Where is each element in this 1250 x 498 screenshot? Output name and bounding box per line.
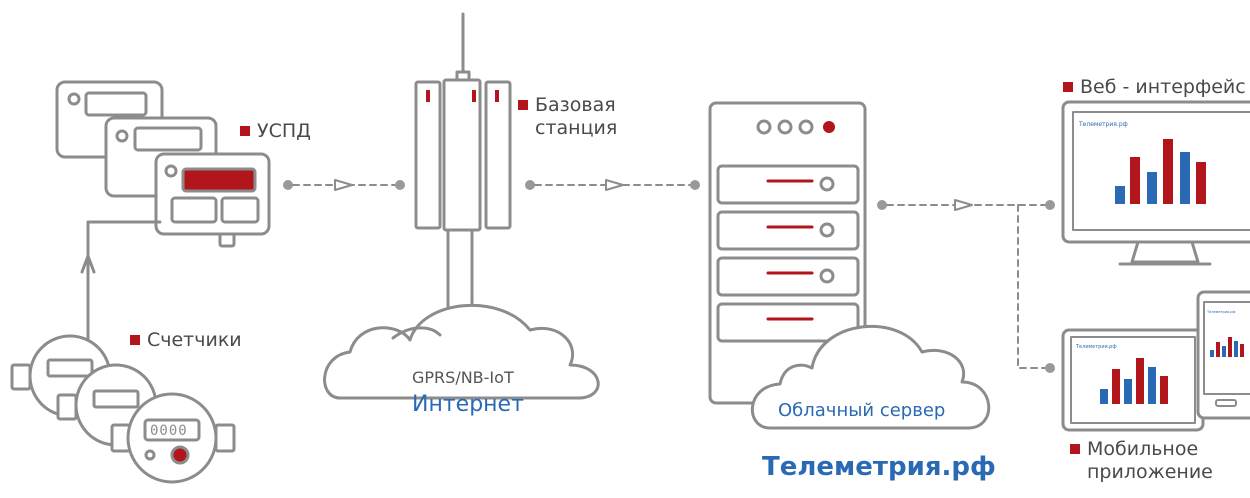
uspd-device-front (154, 152, 271, 248)
cloud-server-text: Облачный сервер (778, 400, 946, 421)
cloud-server-rack (708, 101, 867, 405)
bullet-icon (518, 100, 528, 110)
monitor-screen-title: Телеметрия.рф (1078, 121, 1128, 128)
meter-arrow (80, 254, 96, 274)
counters-label: Счетчики (130, 329, 242, 352)
bullet-icon (240, 126, 250, 136)
link-server-mobile (1017, 204, 1046, 369)
mobile-tablet (1061, 328, 1205, 432)
network-cloud (323, 303, 600, 400)
web-interface-label: Веб - интерфейс (1063, 76, 1246, 99)
network-type-text: GPRS/NB-IoT (412, 368, 514, 387)
bullet-icon (1063, 82, 1073, 92)
base-station-tower (414, 12, 512, 310)
monitor-chart-bars (1115, 139, 1206, 204)
meter-digits: 0000 (150, 423, 188, 439)
base-station-label: Базовая станция (518, 94, 617, 140)
phone-screen-title: Телеметрия.рф (1206, 310, 1235, 314)
phone-chart-bars (1210, 337, 1244, 357)
internet-text: Интернет (412, 392, 524, 417)
mobile-app-label: Мобильное приложение (1070, 438, 1213, 484)
tablet-chart-bars (1100, 358, 1168, 404)
meter-connection-line (86, 220, 162, 347)
brand-title: Телеметрия.рф (762, 452, 996, 482)
bullet-icon (1070, 444, 1080, 454)
tablet-screen-title: Телеметрия.рф (1075, 344, 1117, 350)
bullet-icon (130, 335, 140, 345)
uspd-label: УСПД (240, 120, 311, 143)
water-meter-3 (110, 392, 236, 484)
server-cloud (750, 324, 991, 430)
